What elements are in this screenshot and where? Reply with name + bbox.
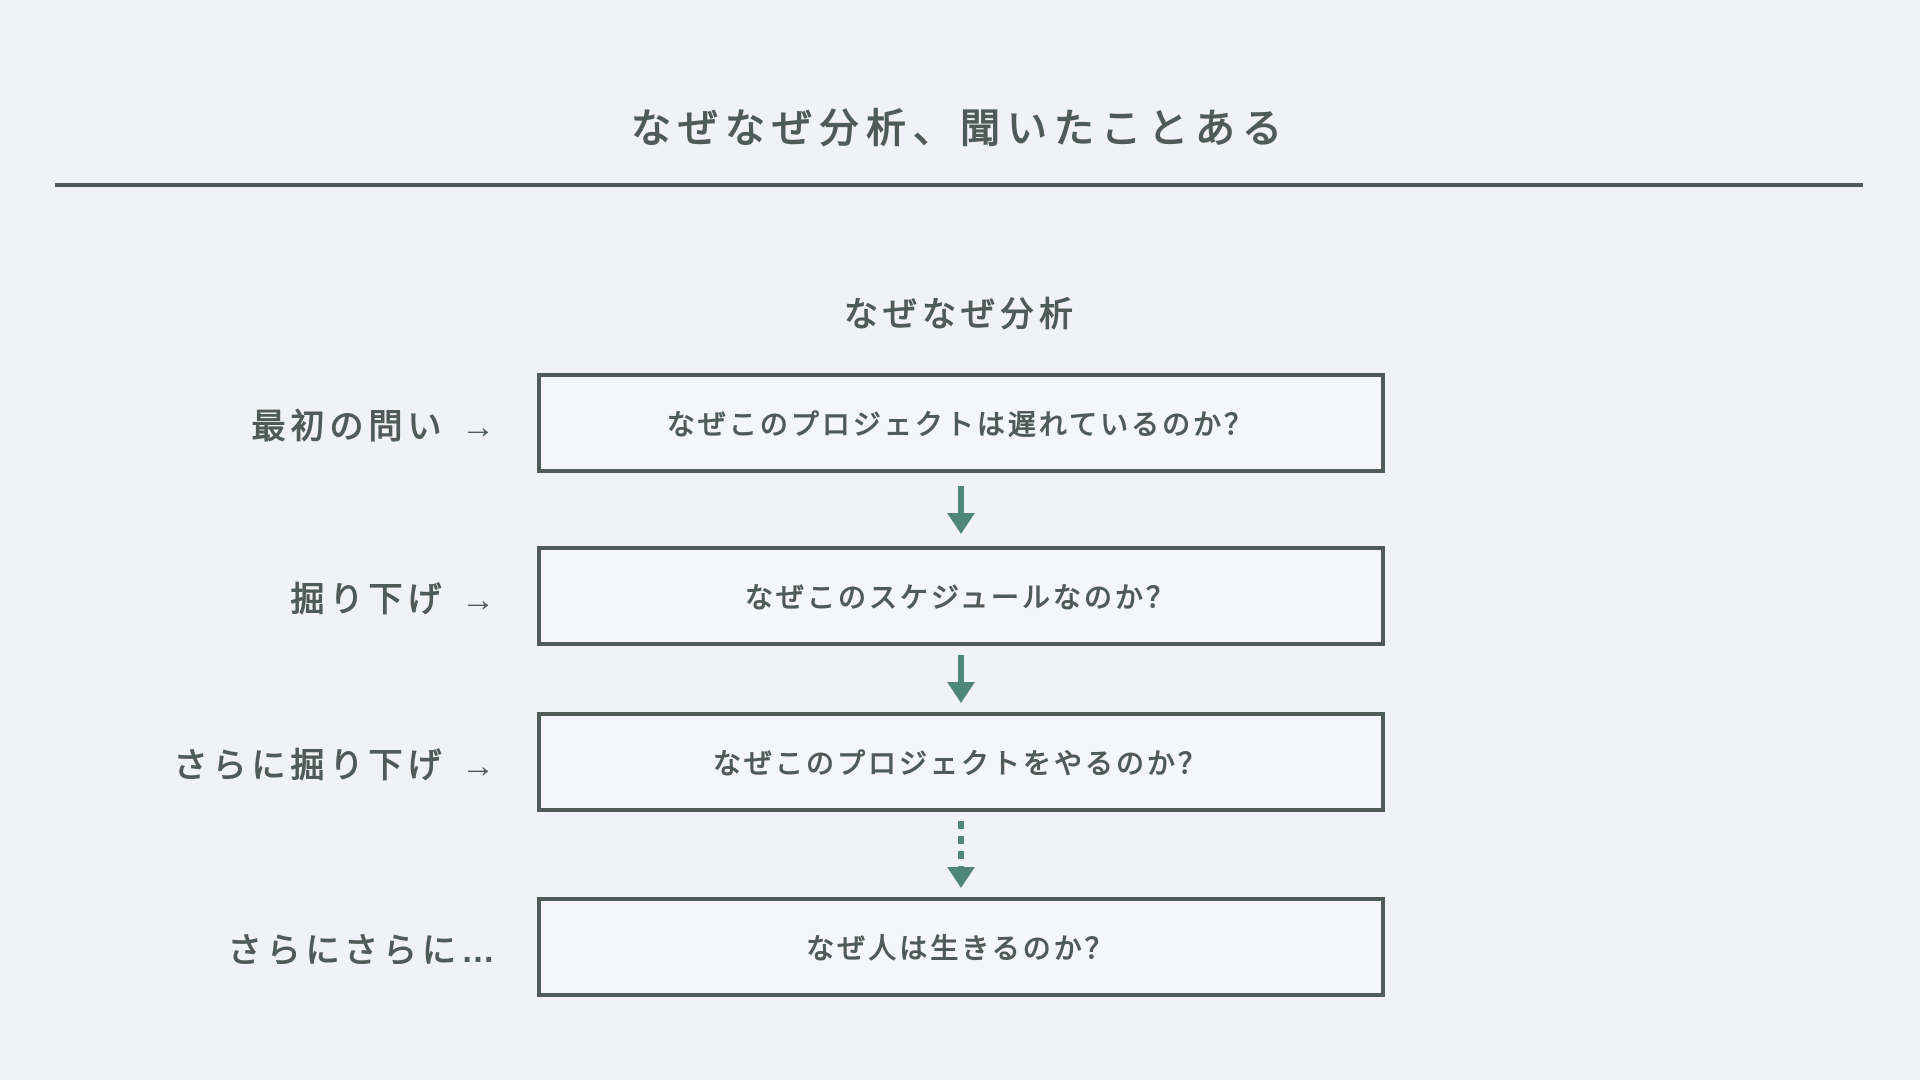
diagram-row-first-question: 最初の問い → なぜこのプロジェクトは遅れているのか？ [0,373,1920,473]
page-title: なぜなぜ分析、聞いたことある [631,107,1289,151]
diagram-subtitle: なぜなぜ分析 [844,296,1078,334]
question-text-4: なぜ人は生きるのか？ [806,933,1116,964]
diagram-row-dig-even-deeper: さらに掘り下げ → なぜこのプロジェクトをやるのか？ [0,712,1920,812]
question-box-1: なぜこのプロジェクトは遅れているのか？ [537,373,1385,473]
down-arrow-icon [958,655,964,682]
question-box-4: なぜ人は生きるのか？ [537,897,1385,997]
diagram-row-even-further: さらにさらに… なぜ人は生きるのか？ [0,897,1920,997]
question-text-3: なぜこのプロジェクトをやるのか？ [712,748,1209,779]
down-arrow-head-icon [947,682,975,703]
connector-3-dashed [537,812,1385,897]
connector-1 [537,473,1385,546]
row-label-even-further: さらにさらに… [227,931,500,970]
diagram-row-dig-deeper: 掘り下げ → なぜこのスケジュールなのか？ [0,546,1920,646]
down-arrow-head-icon [947,512,975,534]
down-arrow-head-icon [947,867,975,888]
title-divider-line [55,183,1863,187]
dashed-down-arrow-icon [958,821,964,867]
row-label-first-question: 最初の問い → [251,407,500,446]
question-box-2: なぜこのスケジュールなのか？ [537,546,1385,646]
row-label-dig-deeper: 掘り下げ → [290,580,500,619]
down-arrow-icon [958,485,964,513]
why-why-diagram: なぜなぜ分析 最初の問い → なぜこのプロジェクトは遅れているのか？ 掘り下げ … [0,292,1920,997]
question-text-2: なぜこのスケジュールなのか？ [744,582,1178,613]
row-label-dig-even-deeper: さらに掘り下げ → [173,746,500,785]
connector-2 [537,646,1385,712]
question-text-1: なぜこのプロジェクトは遅れているのか？ [666,409,1256,440]
question-box-3: なぜこのプロジェクトをやるのか？ [537,712,1385,812]
